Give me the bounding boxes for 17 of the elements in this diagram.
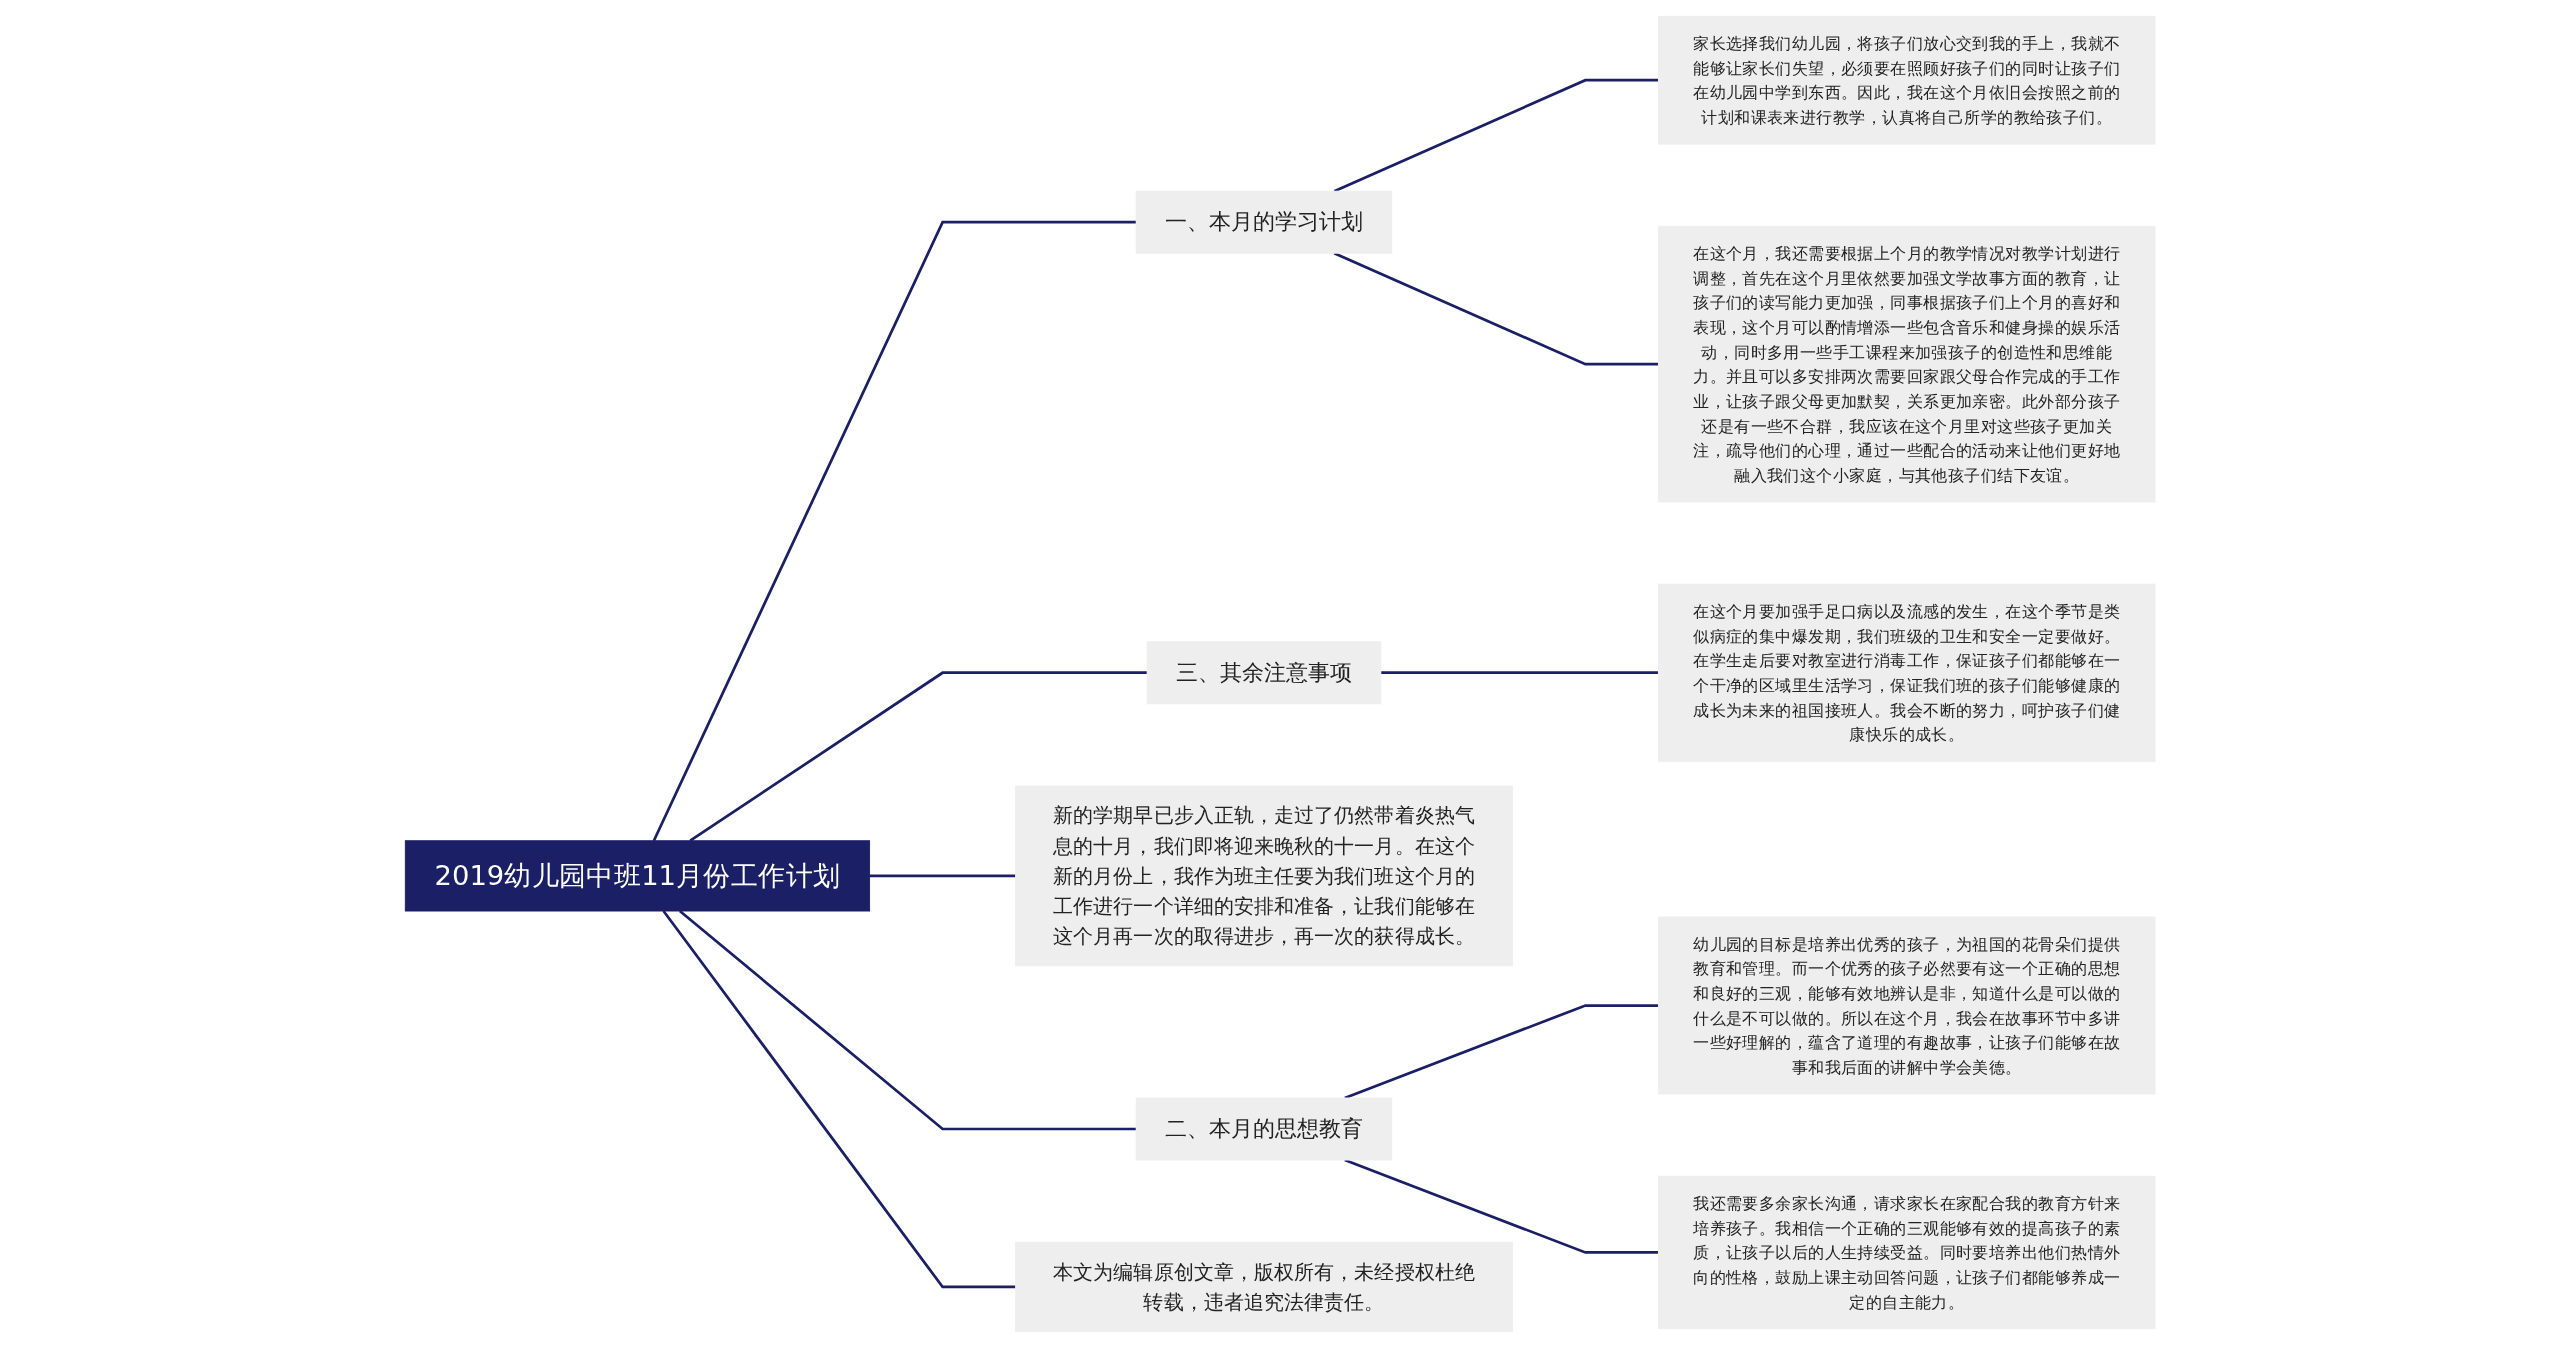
node-box: 本文为编辑原创文章，版权所有，未经授权杜绝转载，违者追究法律责任。 [1015,1241,1513,1333]
node-box: 新的学期早已步入正轨，走过了仍然带着炎热气息的十月，我们即将迎来晚秋的十一月。在这个新的月份上，我作为班主任要为我们班这个月的工作进行一个详细的安排和准备，让我们能够在这个月再一次的取得进步，再一次的获得成长。 [1015,785,1513,967]
connector [1333,78,1659,193]
node-box: 2019幼儿园中班11月份工作计划 [404,840,870,912]
node-box: 家长选择我们幼儿园，将孩子们放心交到我的手上，我就不能够让家长们失望，必须要在照顾好孩子们的同时让孩子们在幼儿园中学到东西。因此，我在这个月依旧会按照之前的计划和课表来进行教学，认真将自己所学的教给孩子们。 [1657,15,2156,145]
connector [1380,671,1659,675]
node-box: 幼儿园的目标是培养出优秀的孩子，为祖国的花骨朵们提供教育和管理。而一个优秀的孩子必然要有这一个正确的思想和良好的三观，能够有效地辨认是非，知道什么是可以做的什么是不可以做的。所以在这个月，我会在故事环节中多讲一些好理解的，蕴含了道理的有趣故事，让孩子们能够在故事和我后面的讲解中学会美德。 [1657,916,2156,1095]
connector [652,220,1136,842]
node-box: 三、其余注意事项 [1146,641,1382,705]
node-box: 在这个月，我还需要根据上个月的教学情况对教学计划进行调整，首先在这个月里依然要加强文学故事方面的教育，让孩子们的读写能力更加强，同事根据孩子们上个月的喜好和表现，这个月可以酌情增添一些包含音乐和健身操的娱乐活动，同时多用一些手工课程来加强孩子的创造性和思维能力。并且可以多安排两次需要回家跟父母合作完成的手工作业，让孩子跟父母更加默契，关系更加亲密。此外部分孩子还是有一些不合群，我应该在这个月里对这些孩子更加关注，疏导他们的心理，通过一些配合的活动来让他们更好地融入我们这个小家庭，与其他孩子们结下友谊。 [1657,225,2156,503]
connector [869,874,1016,878]
node-box: 一、本月的学习计划 [1135,190,1393,254]
node-box: 我还需要多余家长沟通，请求家长在家配合我的教育方针来培养孩子。我相信一个正确的三观能够有效的提高孩子的素质，让孩子以后的人生持续受益。同时要培养出他们热情外向的性格，鼓励上课主动回答问题，让孩子们都能够养成一定的自主能力。 [1657,1175,2156,1330]
node-box: 二、本月的思想教育 [1135,1097,1393,1161]
connector [689,671,1147,842]
connector [662,910,1016,1289]
node-box: 在这个月要加强手足口病以及流感的发生，在这个季节是类似病症的集中爆发期，我们班级的卫生和安全一定要做好。在学生走后要对教室进行消毒工作，保证孩子们都能够在一个干净的区域里生活学习，保证我们班的孩子们能够健康的成长为未来的祖国接班人。我会不断的努力，呵护孩子们健康快乐的成长。 [1657,583,2156,762]
